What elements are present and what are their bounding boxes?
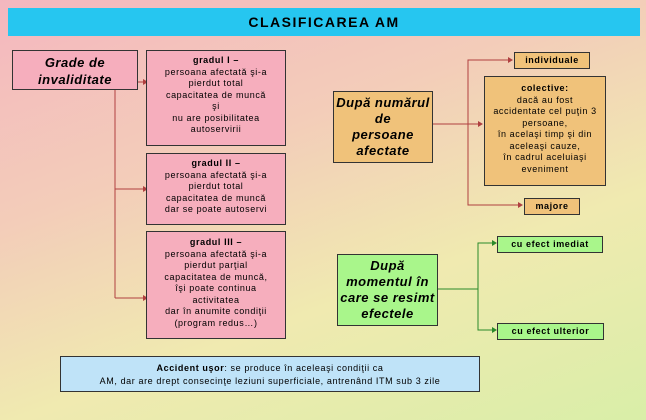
gradul-3-box: gradul III – persoana afectată şi-a pier… <box>146 231 286 339</box>
gradul-1-line: capacitatea de muncă <box>165 89 267 100</box>
gradul-1-line: autoservirii <box>190 124 242 134</box>
moment-label-line: După <box>370 258 405 273</box>
accident-line2: AM, dar are drept consecinţe leziuni sup… <box>99 376 441 386</box>
accident-head: Accident uşor <box>156 363 225 373</box>
accident-usor-box: Accident uşor: se produce în aceleaşi co… <box>60 356 480 392</box>
moment-efecte-box: După momentul în care se resimt efectele <box>337 254 438 326</box>
connector-grade <box>114 67 143 299</box>
colective-line: persoane, <box>522 117 568 128</box>
gradul-3-line: (program redus…) <box>174 317 258 328</box>
grade-invaliditate-box: Grade de invaliditate <box>12 50 138 90</box>
individuale-box: individuale <box>514 52 590 69</box>
colective-line: dacă au fost <box>516 94 574 105</box>
diagram-title: CLASIFICAREA AM <box>8 8 640 36</box>
connector-moment <box>438 242 492 331</box>
gradul-3-head: gradul III – <box>189 237 243 247</box>
numar-persoane-box: După numărul de persoane afectate <box>333 91 433 163</box>
moment-label-line: efectele <box>361 306 414 321</box>
gradul-1-line: şi <box>212 101 220 111</box>
colective-box: colective: dacă au fost accidentate cel … <box>484 76 606 186</box>
connector-numar <box>433 59 518 206</box>
colective-line: aceleaşi cauze, <box>509 140 581 151</box>
accident-line1: Accident uşor: se produce în aceleaşi co… <box>61 362 479 375</box>
efect-imediat-box: cu efect imediat <box>497 236 603 253</box>
numar-label-line: După numărul <box>336 95 430 110</box>
numar-label-line: de <box>374 111 392 126</box>
efect-ulterior-box: cu efect ulterior <box>497 323 604 340</box>
gradul-2-line: pierdut total <box>188 181 244 191</box>
moment-label-line: care se resimt <box>340 290 435 305</box>
colective-head: colective: <box>521 83 569 93</box>
gradul-3-line: pierdut parţial <box>184 260 248 270</box>
gradul-3-line: activitatea <box>192 294 240 305</box>
colective-line: eveniment <box>521 163 569 174</box>
colective-line: în acelaşi timp şi din <box>497 129 593 139</box>
grade-label-line2: invaliditate <box>38 72 112 87</box>
gradul-2-line: capacitatea de muncă <box>165 192 267 203</box>
gradul-2-line: dar se poate autoservi <box>164 204 268 214</box>
gradul-1-box: gradul I – persoana afectată şi-a pierdu… <box>146 50 286 146</box>
colective-line: în cadrul aceluiaşi <box>503 152 587 162</box>
numar-label-line: persoane <box>352 127 414 142</box>
numar-label-line: afectate <box>356 143 410 158</box>
gradul-3-line: persoana afectată şi-a <box>164 248 268 259</box>
gradul-1-line: persoana afectată şi-a <box>164 66 268 77</box>
gradul-3-line: dar în anumite condiţii <box>165 306 267 316</box>
gradul-3-line: capacitatea de muncă, <box>164 271 268 282</box>
grade-label-line1: Grade de <box>44 55 106 70</box>
gradul-1-line: nu are posibilitatea <box>172 112 260 123</box>
moment-label-line: momentul în <box>346 274 429 289</box>
gradul-1-head: gradul I – <box>192 55 239 65</box>
gradul-1-line: pierdut total <box>188 78 244 88</box>
colective-line: accidentate cel puţin 3 <box>493 106 597 116</box>
accident-line1-rest: : se produce în aceleaşi condiţii ca <box>224 363 384 373</box>
majore-box: majore <box>524 198 580 215</box>
gradul-2-line: persoana afectată şi-a <box>164 169 268 180</box>
gradul-3-line: îşi poate continua <box>175 283 257 293</box>
gradul-2-head: gradul II – <box>191 158 241 168</box>
gradul-2-box: gradul II – persoana afectată şi-a pierd… <box>146 153 286 225</box>
